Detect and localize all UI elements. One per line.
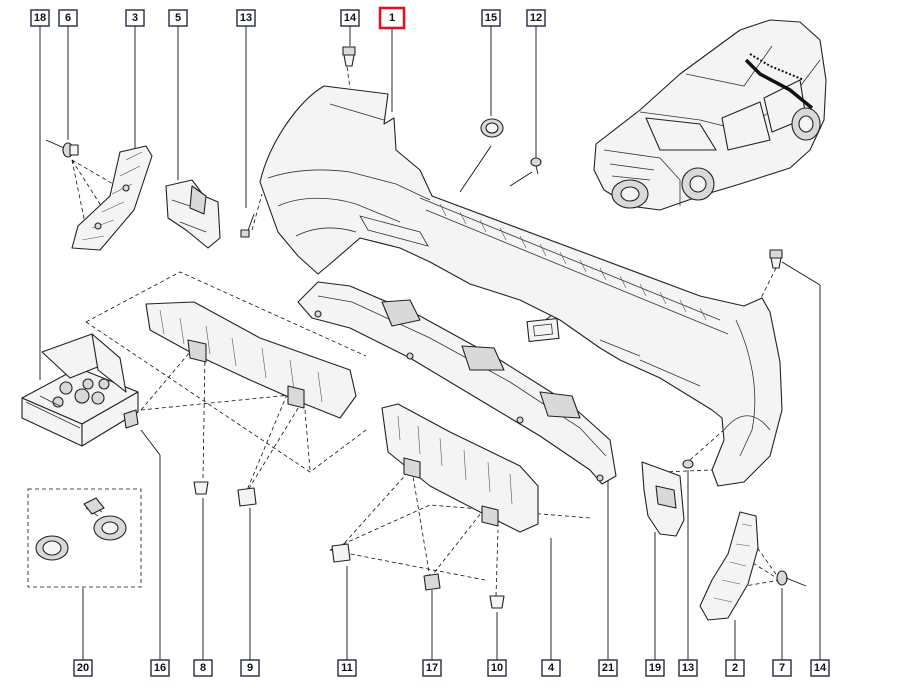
callout-14-bottom[interactable]: 14 [810,659,830,677]
screw-7 [776,570,807,587]
svg-text:3: 3 [132,12,138,24]
svg-text:11: 11 [341,662,353,674]
callout-20[interactable]: 20 [73,659,93,677]
beam-clips [123,409,505,609]
svg-text:13: 13 [240,12,252,24]
callout-9[interactable]: 9 [240,659,260,677]
callout-6[interactable]: 6 [58,9,78,27]
right-absorber-beam [381,403,539,533]
callout-5[interactable]: 5 [168,9,188,27]
svg-text:19: 19 [649,662,661,674]
right-side-bracket [699,511,759,621]
left-absorber-beam [145,301,357,419]
clip-16 [123,409,139,429]
grommet-15 [480,118,504,138]
clip-11 [331,543,351,563]
svg-text:4: 4 [548,662,555,674]
svg-text:15: 15 [485,12,497,24]
screw-13-left [240,213,255,238]
svg-text:16: 16 [154,662,166,674]
clip-14-right [769,249,783,269]
svg-text:13: 13 [682,662,694,674]
svg-text:18: 18 [34,12,46,24]
vehicle-illustration [593,19,827,211]
screw-8 [193,481,209,495]
callout-12[interactable]: 12 [526,9,546,27]
screw-12 [530,157,542,175]
svg-text:14: 14 [344,12,357,24]
right-upper-bracket [641,461,685,537]
callout-14-top[interactable]: 14 [340,9,360,27]
svg-text:6: 6 [65,12,71,24]
fastener-kit-box [21,333,139,447]
screw-10 [489,595,505,609]
svg-text:9: 9 [247,662,253,674]
grommet-set-box [27,488,142,588]
callout-16[interactable]: 16 [150,659,170,677]
lower-diffuser-panel [297,281,617,485]
svg-text:5: 5 [175,12,181,24]
clip-17 [423,573,441,591]
rear-bumper-cover [259,85,783,487]
callout-17[interactable]: 17 [422,659,442,677]
callout-15[interactable]: 15 [481,9,501,27]
marker-plate [526,317,560,343]
callout-2[interactable]: 2 [725,659,745,677]
callout-21[interactable]: 21 [598,659,618,677]
screw-6 [45,139,79,158]
callout-boxes: 18 6 3 5 13 14 1 15 12 20 16 8 9 11 17 1… [30,6,830,677]
callout-18[interactable]: 18 [30,9,50,27]
screw-13-right [682,459,694,469]
callout-19[interactable]: 19 [645,659,665,677]
callout-13-bottom[interactable]: 13 [678,659,698,677]
svg-text:7: 7 [779,662,785,674]
callout-4[interactable]: 4 [541,659,561,677]
svg-text:21: 21 [602,662,614,674]
left-side-bracket [71,145,153,251]
svg-text:1: 1 [389,12,395,24]
svg-text:8: 8 [200,662,206,674]
mounting-bracket-5 [165,179,221,249]
leader-lines [39,26,821,660]
callout-8[interactable]: 8 [193,659,213,677]
callout-3[interactable]: 3 [125,9,145,27]
svg-text:14: 14 [814,662,827,674]
callout-1-highlighted[interactable]: 1 [378,6,406,30]
callout-7[interactable]: 7 [772,659,792,677]
callout-11[interactable]: 11 [337,659,357,677]
svg-text:2: 2 [732,662,738,674]
svg-text:17: 17 [426,662,438,674]
callout-10[interactable]: 10 [487,659,507,677]
svg-text:20: 20 [77,662,89,674]
svg-text:10: 10 [491,662,503,674]
callout-13-top[interactable]: 13 [236,9,256,27]
svg-text:12: 12 [530,12,542,24]
clip-9 [237,487,257,507]
clip-14-top [342,46,356,67]
